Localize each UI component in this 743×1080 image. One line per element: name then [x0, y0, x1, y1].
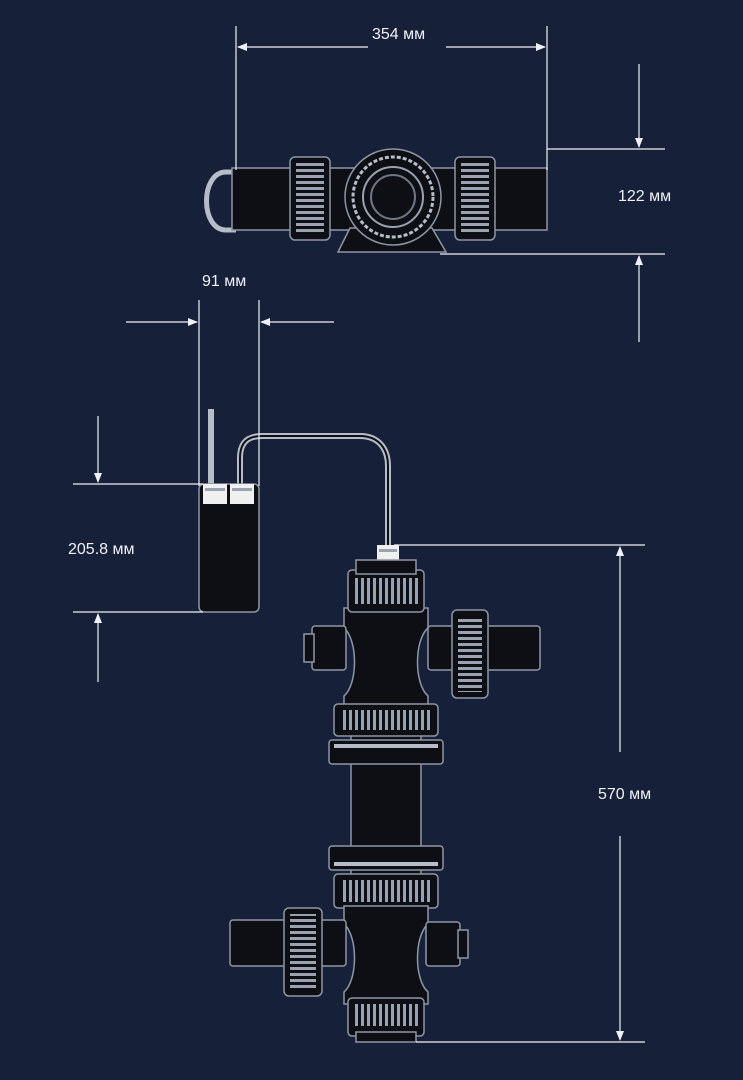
height-570-label: 570 мм: [596, 786, 654, 804]
dimension-122: [440, 64, 665, 342]
height-122-label: 122 мм: [616, 188, 674, 206]
dimension-91: [126, 300, 334, 486]
uv-chamber: [229, 559, 541, 1043]
dimension-354: [235, 26, 548, 170]
controller-unit: [198, 409, 399, 613]
dimension-570: [394, 544, 645, 1043]
dimension-205-8: [73, 416, 203, 682]
width-354-label: 354 мм: [370, 26, 428, 44]
width-91-label: 91 мм: [200, 273, 249, 291]
height-205-8-label: 205.8 мм: [66, 541, 137, 559]
top-view-device: [204, 148, 548, 253]
